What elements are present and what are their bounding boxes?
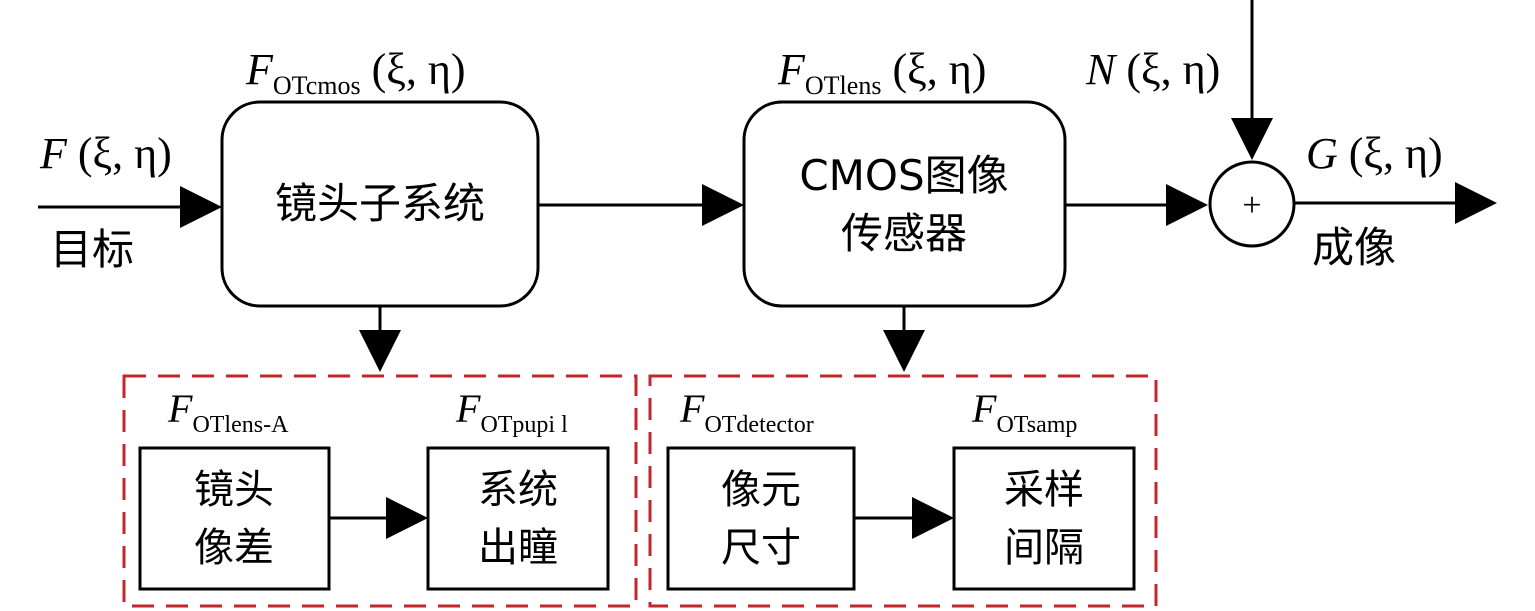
aberration-block: 镜头 像差 (138, 446, 331, 591)
output-arrow (1294, 182, 1497, 224)
output-label: 成像 (1312, 223, 1396, 272)
sampling-mtf-label: FOTsamp (971, 386, 1077, 438)
lens-subsystem-block: 镜头子系统 (220, 100, 540, 308)
lens-to-cmos-arrow (538, 184, 744, 226)
sensor-group-dashed-box (648, 374, 1158, 608)
pupil-label-line2: 出瞳 (478, 525, 558, 571)
aberration-mtf-label: FOTlens-A (167, 386, 289, 438)
pixel-size-block: 像元 尺寸 (666, 446, 856, 591)
noise-label: N (ξ, η) (1085, 45, 1220, 94)
aberration-to-pupil-arrow (329, 497, 428, 539)
cmos-down-arrow (883, 306, 925, 372)
cmos-mtf-label: FOTlens (ξ, η) (777, 45, 986, 100)
sampling-block: 采样 间隔 (952, 446, 1136, 591)
input-signal-label: F (ξ, η) (39, 129, 172, 178)
sampling-label-line2: 间隔 (1004, 525, 1084, 571)
cmos-sensor-label-line1: CMOS图像 (799, 151, 1008, 200)
cmos-sensor-block: CMOS图像 传感器 (742, 100, 1067, 308)
cmos-to-sum-arrow (1065, 184, 1208, 226)
pixel-mtf-label: FOTdetector (679, 386, 814, 438)
pixel-label-line1: 像元 (721, 467, 801, 513)
summing-junction: + (1208, 160, 1296, 248)
lens-mtf-label: FOTcmos (ξ, η) (245, 45, 466, 100)
output-signal-label: G (ξ, η) (1306, 129, 1443, 178)
input-arrow (38, 186, 222, 228)
pixel-label-line2: 尺寸 (721, 525, 801, 571)
aberration-label-line2: 像差 (194, 525, 274, 571)
pupil-label-line1: 系统 (478, 467, 558, 513)
aberration-label-line1: 镜头 (194, 467, 274, 513)
input-label: 目标 (50, 225, 134, 274)
sampling-label-line1: 采样 (1004, 467, 1084, 513)
lens-subsystem-label: 镜头子系统 (275, 179, 485, 228)
pupil-mtf-label: FOTpupi l (455, 386, 568, 438)
lens-down-arrow (359, 306, 401, 372)
pixel-to-sampling-arrow (854, 497, 954, 539)
noise-arrow (1231, 0, 1273, 160)
lens-group-dashed-box (122, 374, 638, 608)
pupil-block: 系统 出瞳 (426, 446, 610, 591)
plus-symbol: + (1242, 187, 1261, 224)
cmos-sensor-label-line2: 传感器 (841, 209, 967, 258)
